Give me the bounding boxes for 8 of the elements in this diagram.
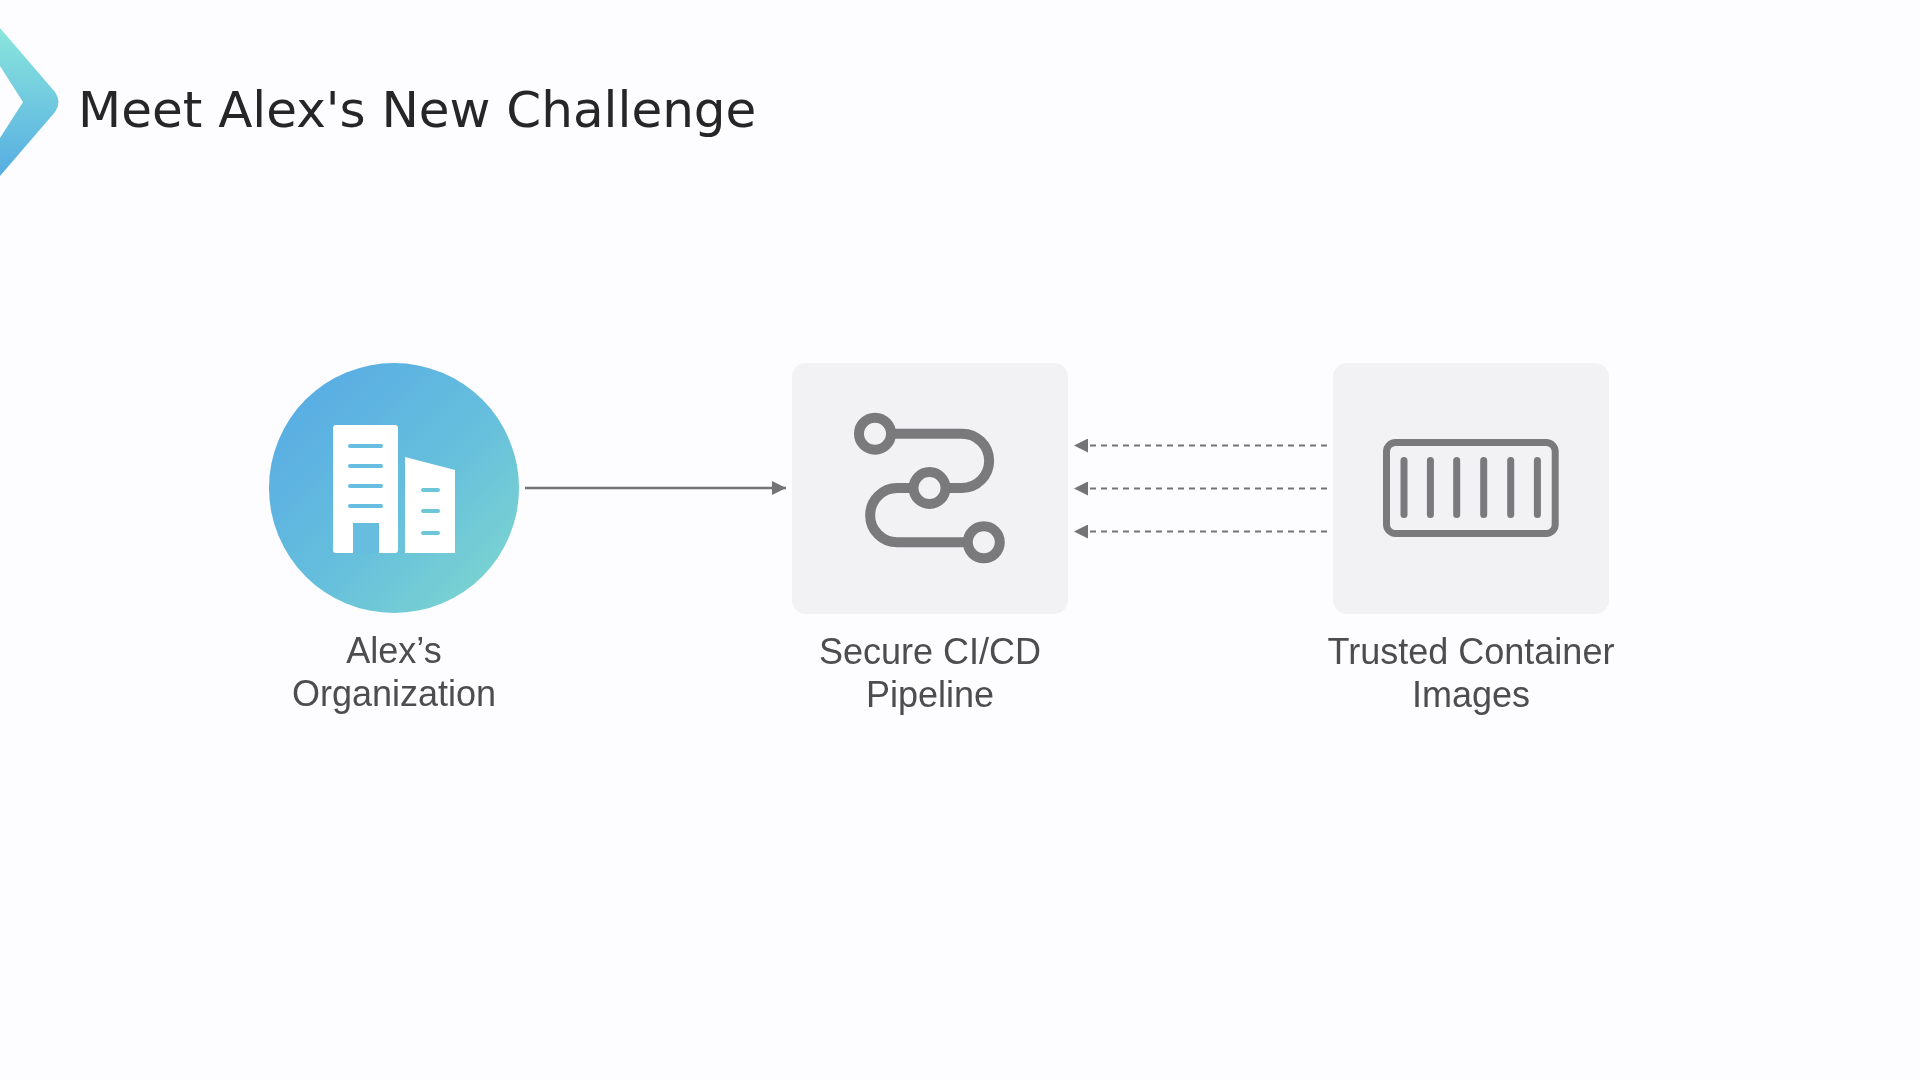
dashed-arrow [1073, 481, 1328, 496]
slide-title: Meet Alex's New Challenge [78, 81, 757, 139]
arrow [525, 481, 786, 495]
node-label: Trusted Container Images [1326, 630, 1616, 716]
node-label: Alex’s Organization [290, 629, 498, 715]
dashed-arrow [1073, 524, 1328, 539]
node-label: Secure CI/CD Pipeline [817, 630, 1043, 716]
dashed-arrow [1073, 438, 1328, 453]
